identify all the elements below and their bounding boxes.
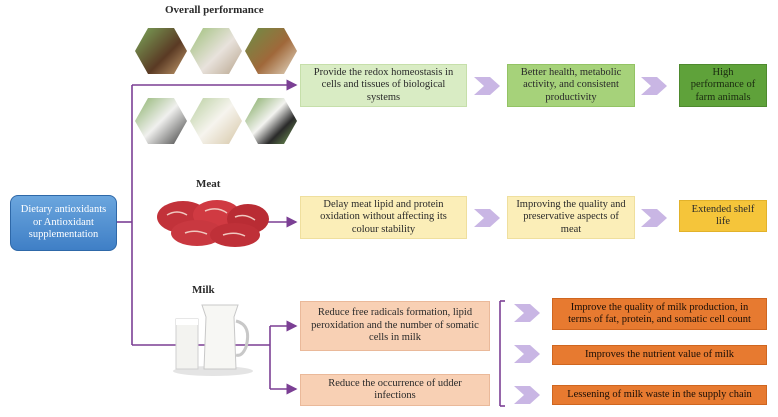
meat-step1-box: Delay meat lipid and protein oxidation w… <box>300 196 467 239</box>
milk-outcome-2-text: Improves the nutrient value of milk <box>584 348 734 360</box>
meat-step3-text: Extended shelf life <box>691 203 755 227</box>
milk-outcome-1-text: Improve the quality of milk production, … <box>568 301 751 325</box>
milk-outcome-1-box: Improve the quality of milk production, … <box>552 298 767 330</box>
meat-image <box>157 200 269 247</box>
milk-outcome-3-text: Lessening of milk waste in the supply ch… <box>567 388 752 400</box>
meat-step3-box: Extended shelf life <box>679 200 767 232</box>
cattle-photo <box>135 28 187 74</box>
chevron-icon <box>641 77 667 95</box>
overall-step1-box: Provide the redox homeostasis in cells a… <box>300 64 467 107</box>
milk-cause1-box: Reduce free radicals formation, lipid pe… <box>300 301 490 351</box>
chevron-icon <box>514 386 540 404</box>
poultry-photo <box>190 98 242 144</box>
meat-step2-text: Improving the quality and preservative a… <box>516 198 626 235</box>
chevron-icon <box>641 209 667 227</box>
calves-photo <box>135 98 187 144</box>
meat-step2-box: Improving the quality and preservative a… <box>507 196 635 239</box>
milk-outcome-2-box: Improves the nutrient value of milk <box>552 345 767 365</box>
overall-step1-text: Provide the redox homeostasis in cells a… <box>313 66 454 103</box>
meat-step1-text: Delay meat lipid and protein oxidation w… <box>320 198 447 235</box>
overall-heading: Overall performance <box>165 4 264 16</box>
overall-step3-box: High performance of farm animals <box>679 64 767 107</box>
milk-heading: Milk <box>192 284 215 296</box>
milk-image <box>173 304 253 376</box>
chevron-icon <box>474 77 500 95</box>
milk-cause2-text: Reduce the occurrence of udder infection… <box>328 377 462 401</box>
milk-outcome-3-box: Lessening of milk waste in the supply ch… <box>552 385 767 405</box>
chevron-icon <box>514 345 540 363</box>
dietary-antioxidants-box: Dietary antioxidants or Antioxidant supp… <box>10 195 117 251</box>
overall-step2-text: Better health, metabolic activity, and c… <box>520 66 622 103</box>
overall-step3-text: High performance of farm animals <box>690 66 756 103</box>
chevron-icon <box>474 209 500 227</box>
chevron-icon <box>514 304 540 322</box>
sheep-photo <box>190 28 242 74</box>
dietary-antioxidants-label: Dietary antioxidants or Antioxidant supp… <box>20 204 107 241</box>
milk-cause1-text: Reduce free radicals formation, lipid pe… <box>311 307 479 344</box>
meat-heading: Meat <box>196 178 221 190</box>
milk-cause2-box: Reduce the occurrence of udder infection… <box>300 374 490 406</box>
overall-step2-box: Better health, metabolic activity, and c… <box>507 64 635 107</box>
